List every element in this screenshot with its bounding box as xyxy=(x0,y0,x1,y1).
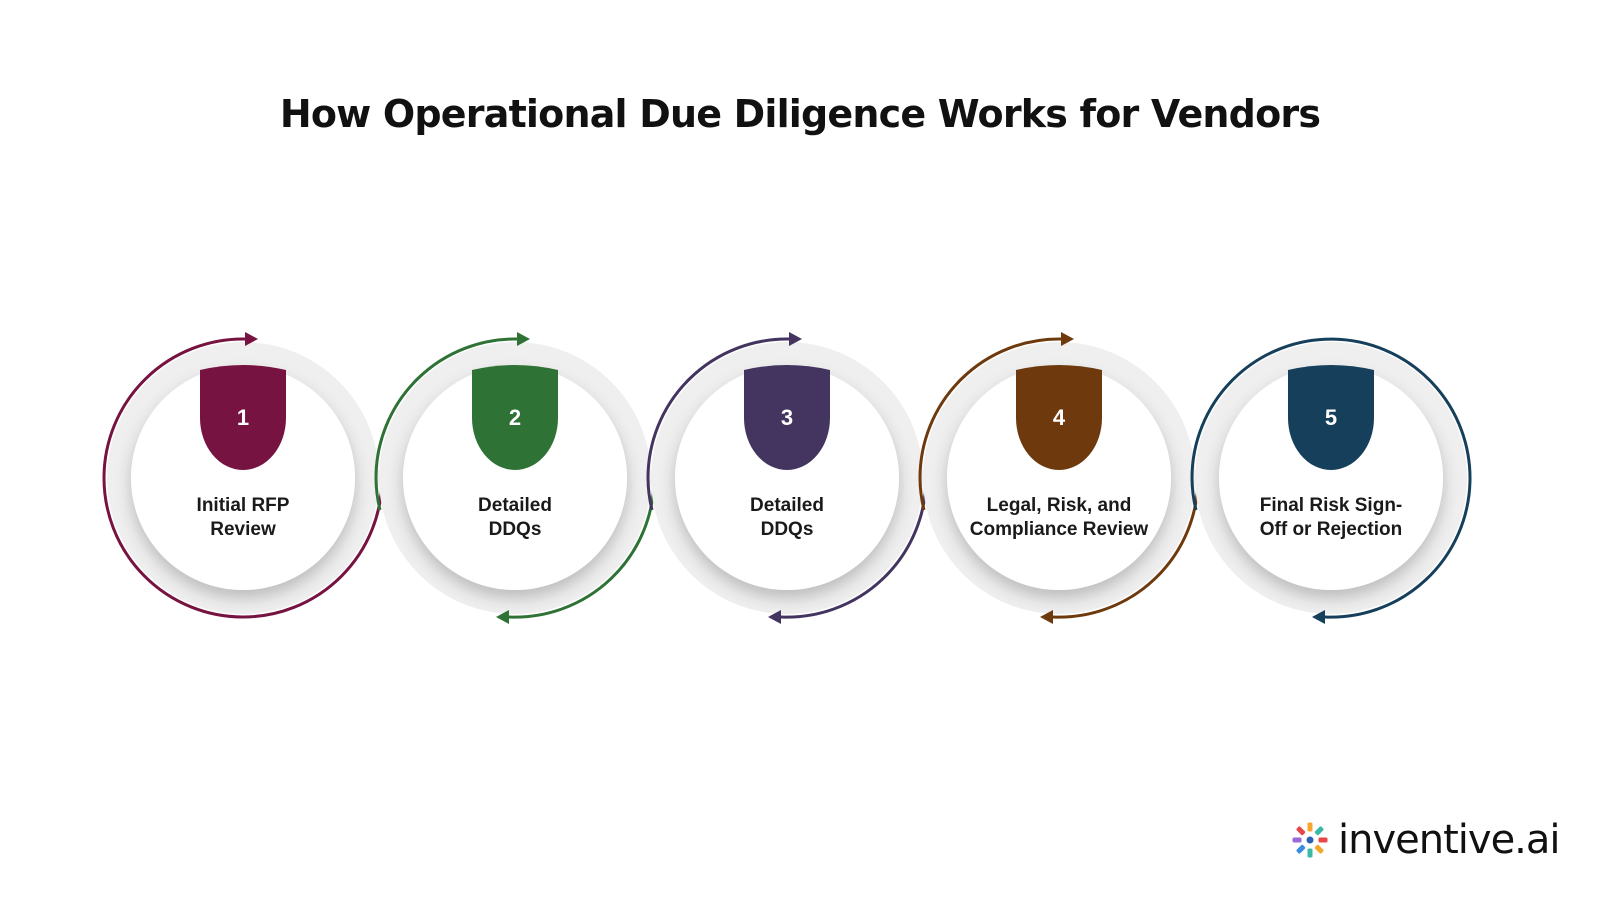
step-label-line2: Review xyxy=(210,519,276,540)
step-label-line1: Detailed xyxy=(750,495,824,516)
inventive-logo: inventive.ai xyxy=(1288,815,1561,865)
logo-petal xyxy=(1318,837,1328,843)
logo-petal xyxy=(1307,848,1313,858)
step-disc xyxy=(947,366,1171,590)
arrow-left-icon xyxy=(1040,610,1053,624)
step-disc xyxy=(675,366,899,590)
step-number: 2 xyxy=(508,405,522,430)
step-badge xyxy=(1288,365,1374,470)
step-label-line1: Detailed xyxy=(478,495,552,516)
arrow-left-icon xyxy=(1312,610,1325,624)
step-badge xyxy=(472,365,558,470)
logo-petal xyxy=(1296,844,1306,854)
step-arc-bridge xyxy=(646,477,654,511)
step-2 xyxy=(374,332,656,624)
step-badge xyxy=(1016,365,1102,470)
step-arc xyxy=(918,337,1062,479)
step-arc xyxy=(646,337,790,479)
step-badge xyxy=(744,365,830,470)
step-1 xyxy=(102,332,384,619)
step-badge xyxy=(200,365,286,470)
step-disc xyxy=(1219,366,1443,590)
step-label-line2: Compliance Review xyxy=(969,519,1149,540)
step-number: 3 xyxy=(780,405,794,430)
page-title: How Operational Due Diligence Works for … xyxy=(279,92,1321,136)
step-arc xyxy=(1190,337,1472,619)
logo-text: inventive.ai xyxy=(1338,817,1561,863)
arrow-right-icon xyxy=(245,332,258,346)
step-3 xyxy=(646,332,928,624)
arrow-right-icon xyxy=(789,332,802,346)
logo-petal xyxy=(1314,826,1324,836)
step-label-line1: Final Risk Sign- xyxy=(1259,495,1403,516)
step-label: Final Risk Sign- Off or Rejection xyxy=(1231,494,1431,542)
step-label-line1: Initial RFP xyxy=(196,495,290,516)
arrow-left-icon xyxy=(496,610,509,624)
logo-petal xyxy=(1314,844,1324,854)
step-number: 5 xyxy=(1324,405,1338,430)
step-number: 1 xyxy=(236,405,250,430)
step-disc xyxy=(403,366,627,590)
logo-petal xyxy=(1307,822,1313,832)
step-label-line2: DDQs xyxy=(760,519,814,540)
step-arc-bridge xyxy=(374,477,382,511)
step-label: Initial RFP Review xyxy=(143,494,343,542)
step-disc xyxy=(131,366,355,590)
pinwheel-logo-icon xyxy=(1292,822,1328,858)
arrow-right-icon xyxy=(1061,332,1074,346)
arrow-left-icon xyxy=(768,610,781,624)
logo-petal xyxy=(1296,826,1306,836)
arrow-right-icon xyxy=(517,332,530,346)
step-4 xyxy=(918,332,1200,624)
logo-center xyxy=(1306,836,1314,844)
step-label-line2: DDQs xyxy=(488,519,542,540)
step-label-line1: Legal, Risk, and xyxy=(986,495,1132,516)
step-arc xyxy=(102,337,384,619)
step-number: 4 xyxy=(1052,405,1066,430)
logo-petal xyxy=(1292,837,1302,843)
step-arc-bridge xyxy=(1190,477,1198,511)
step-arc xyxy=(374,337,518,479)
step-5 xyxy=(1190,337,1472,624)
step-arc-bridge xyxy=(918,477,926,511)
step-label-line2: Off or Rejection xyxy=(1259,519,1403,540)
